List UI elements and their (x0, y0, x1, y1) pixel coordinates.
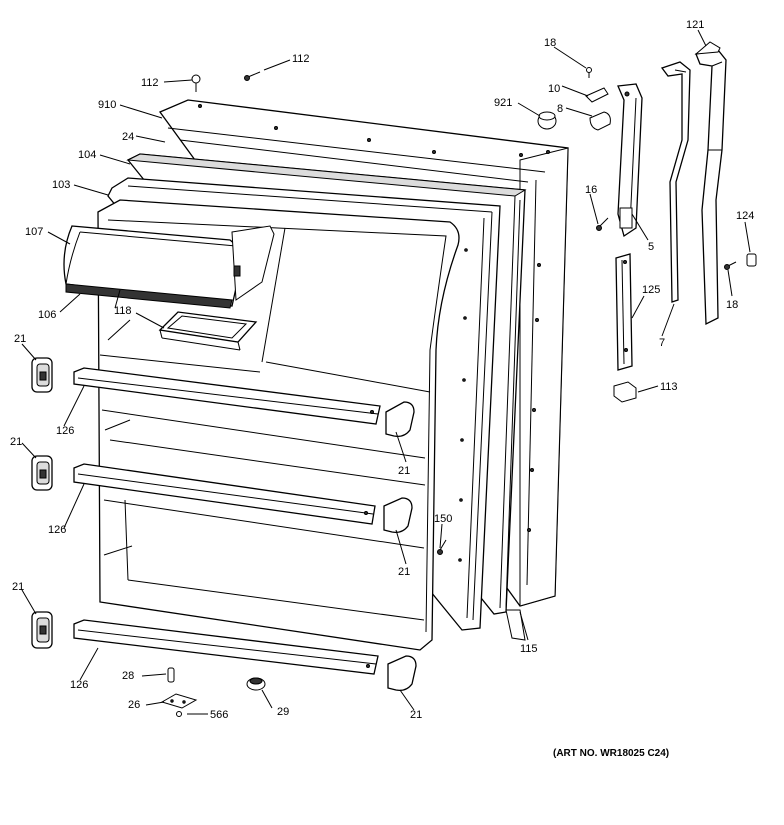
label-125: 125 (642, 284, 660, 296)
handle-bar-7 (660, 61, 691, 303)
hinge-bracket-5 (617, 83, 643, 238)
end-cap-right-middle (383, 497, 413, 534)
cap-29 (246, 677, 266, 691)
label-5: 5 (648, 241, 654, 253)
bushing-8 (589, 111, 611, 131)
label-21-left-middle: 21 (10, 436, 22, 448)
egg-tray (158, 311, 258, 351)
label-112-right: 112 (292, 53, 310, 65)
label-26: 26 (128, 699, 140, 711)
label-124: 124 (736, 210, 754, 222)
screw-566 (176, 711, 182, 717)
label-126-upper: 126 (56, 425, 74, 437)
label-29: 29 (277, 706, 289, 718)
door-shelf-bar-lower (73, 619, 379, 675)
cap-921 (537, 111, 557, 130)
door-liner (97, 199, 460, 651)
screw-18-right (724, 261, 737, 270)
end-cap-left-middle (31, 455, 53, 491)
label-21-right-lower: 21 (410, 709, 422, 721)
screw-150 (437, 539, 447, 555)
plug-28 (167, 667, 175, 683)
end-cap-left-lower (31, 611, 53, 649)
label-106: 106 (38, 309, 56, 321)
label-8: 8 (557, 103, 563, 115)
label-910: 910 (98, 99, 116, 111)
hinge-pin-10 (585, 87, 609, 103)
dairy-door (63, 225, 275, 309)
label-18-top: 18 (544, 37, 556, 49)
end-cap-right-upper (385, 401, 415, 438)
spacer-113 (613, 381, 637, 403)
label-107: 107 (25, 226, 43, 238)
screw-16 (596, 217, 609, 231)
screw-18-top (586, 67, 592, 78)
label-21-left-upper: 21 (14, 333, 26, 345)
label-118: 118 (114, 305, 132, 317)
callout-labels: 112 112 910 24 104 103 107 106 118 21 21… (10, 19, 754, 721)
label-126-middle: 126 (48, 524, 66, 536)
label-16: 16 (585, 184, 597, 196)
label-112-left: 112 (141, 77, 159, 89)
label-113: 113 (660, 381, 678, 393)
label-921: 921 (494, 97, 512, 109)
label-21-right-middle: 21 (398, 566, 410, 578)
label-115: 115 (520, 643, 538, 655)
plate-26 (160, 693, 198, 709)
label-103: 103 (52, 179, 70, 191)
screw-112-right (244, 71, 261, 81)
label-150: 150 (434, 513, 452, 525)
art-number: (ART NO. WR18025 C24) (553, 748, 669, 759)
label-24: 24 (122, 131, 134, 143)
end-cap-right-lower (387, 655, 417, 692)
label-21-left-lower: 21 (12, 581, 24, 593)
stop-124 (746, 253, 757, 267)
label-566: 566 (210, 709, 228, 721)
bracket-125 (615, 253, 633, 371)
door-shelf-bar-middle (73, 463, 376, 525)
screw-112-left (191, 74, 201, 92)
label-18-right: 18 (726, 299, 738, 311)
door-shelf-bar-upper (73, 367, 381, 425)
end-cap-left-upper (31, 357, 53, 393)
label-7: 7 (659, 337, 665, 349)
label-121: 121 (686, 19, 704, 31)
label-10: 10 (548, 83, 560, 95)
leader-lines (21, 29, 751, 715)
label-28: 28 (122, 670, 134, 682)
label-104: 104 (78, 149, 96, 161)
handle-bar-121 (694, 41, 727, 326)
label-126-lower: 126 (70, 679, 88, 691)
label-21-right-upper: 21 (398, 465, 410, 477)
